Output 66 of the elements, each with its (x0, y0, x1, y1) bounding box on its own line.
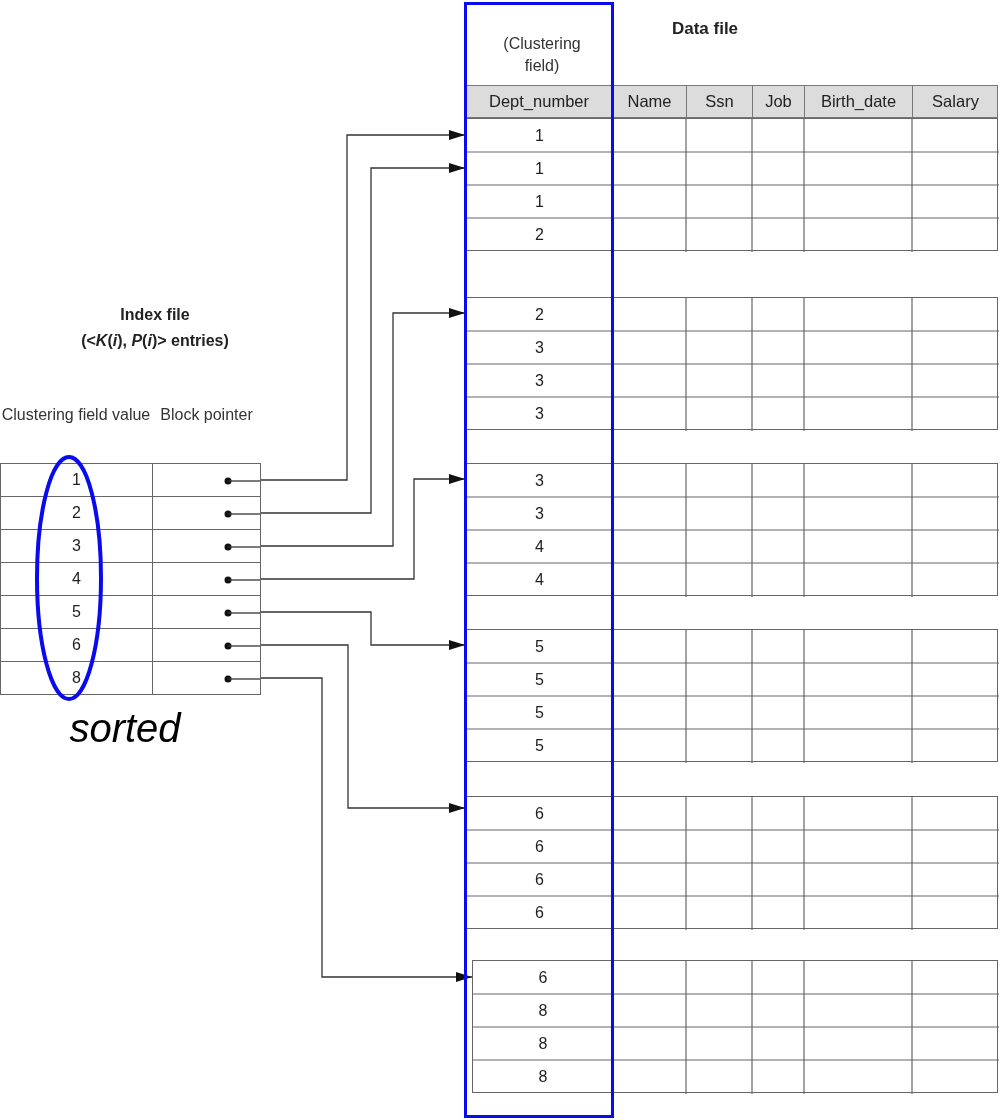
section-title: Index file (119, 305, 191, 325)
key-value: 2 (72, 504, 81, 522)
arrow (260, 130, 466, 481)
column-header: Ssn (705, 92, 734, 111)
arrow (260, 644, 466, 813)
cell-value: 1 (535, 126, 544, 145)
column-header: Clustering field value (0, 405, 152, 425)
cell-value: 6 (535, 870, 544, 889)
arrow (260, 611, 466, 650)
section-title: Data file (670, 18, 740, 40)
cell-value: 4 (535, 537, 544, 556)
cell-value: 3 (535, 404, 544, 423)
arrow (260, 474, 466, 580)
column-header: Block pointer (159, 405, 254, 425)
cell-value: 8 (538, 1001, 548, 1020)
cell-value: 6 (535, 804, 544, 823)
cell-value: 1 (535, 192, 544, 211)
index-entry-row (0, 595, 261, 629)
cell-value: 6 (535, 837, 544, 856)
column-header: Salary (932, 92, 979, 111)
cell-value: 8 (538, 1034, 548, 1053)
key-value: 6 (72, 636, 81, 654)
key-value: 3 (72, 537, 81, 555)
cell-value: 1 (535, 159, 544, 178)
column-note: (Clustering field) (502, 34, 582, 76)
data-block (465, 629, 998, 762)
cell-value: 3 (535, 504, 544, 523)
arrow (260, 163, 466, 514)
index-entry-row (0, 529, 261, 563)
cell-value: 3 (535, 471, 544, 490)
cell-value: 5 (535, 736, 544, 755)
key-value: 4 (72, 570, 81, 588)
cell-value: 5 (535, 637, 544, 656)
data-block (465, 118, 998, 251)
data-block (465, 297, 998, 430)
table-header-row (465, 85, 998, 118)
cell-value: 3 (535, 338, 544, 357)
column-header: Birth_date (820, 92, 897, 111)
highlight-column (464, 2, 614, 1118)
index-entry-row (0, 463, 261, 497)
annotation-text: sorted (68, 705, 183, 752)
data-block (465, 463, 998, 596)
key-value: 1 (72, 471, 81, 489)
cell-value: 5 (535, 703, 544, 722)
cell-value: 5 (535, 670, 544, 689)
arrow (260, 677, 473, 982)
index-entry-row (0, 496, 261, 530)
column-header: Dept_number (489, 92, 589, 111)
cell-value: 6 (535, 903, 544, 922)
data-block (465, 796, 998, 929)
index-entry-row (0, 562, 261, 596)
data-block (472, 960, 998, 1093)
index-entry-row (0, 628, 261, 662)
cell-value: 6 (538, 968, 548, 987)
index-entry-row (0, 661, 261, 695)
cell-value: 2 (535, 305, 544, 324)
key-value: 8 (72, 669, 81, 687)
section-subtitle: (<K(i), P(i)> entries) (80, 331, 230, 351)
cell-value: 2 (535, 225, 544, 244)
key-value: 5 (72, 603, 81, 621)
arrow (260, 308, 466, 547)
column-header: Job (765, 92, 792, 111)
cell-value: 4 (535, 570, 544, 589)
column-header: Name (627, 92, 672, 111)
cell-value: 3 (535, 371, 544, 390)
cell-value: 8 (538, 1067, 548, 1086)
